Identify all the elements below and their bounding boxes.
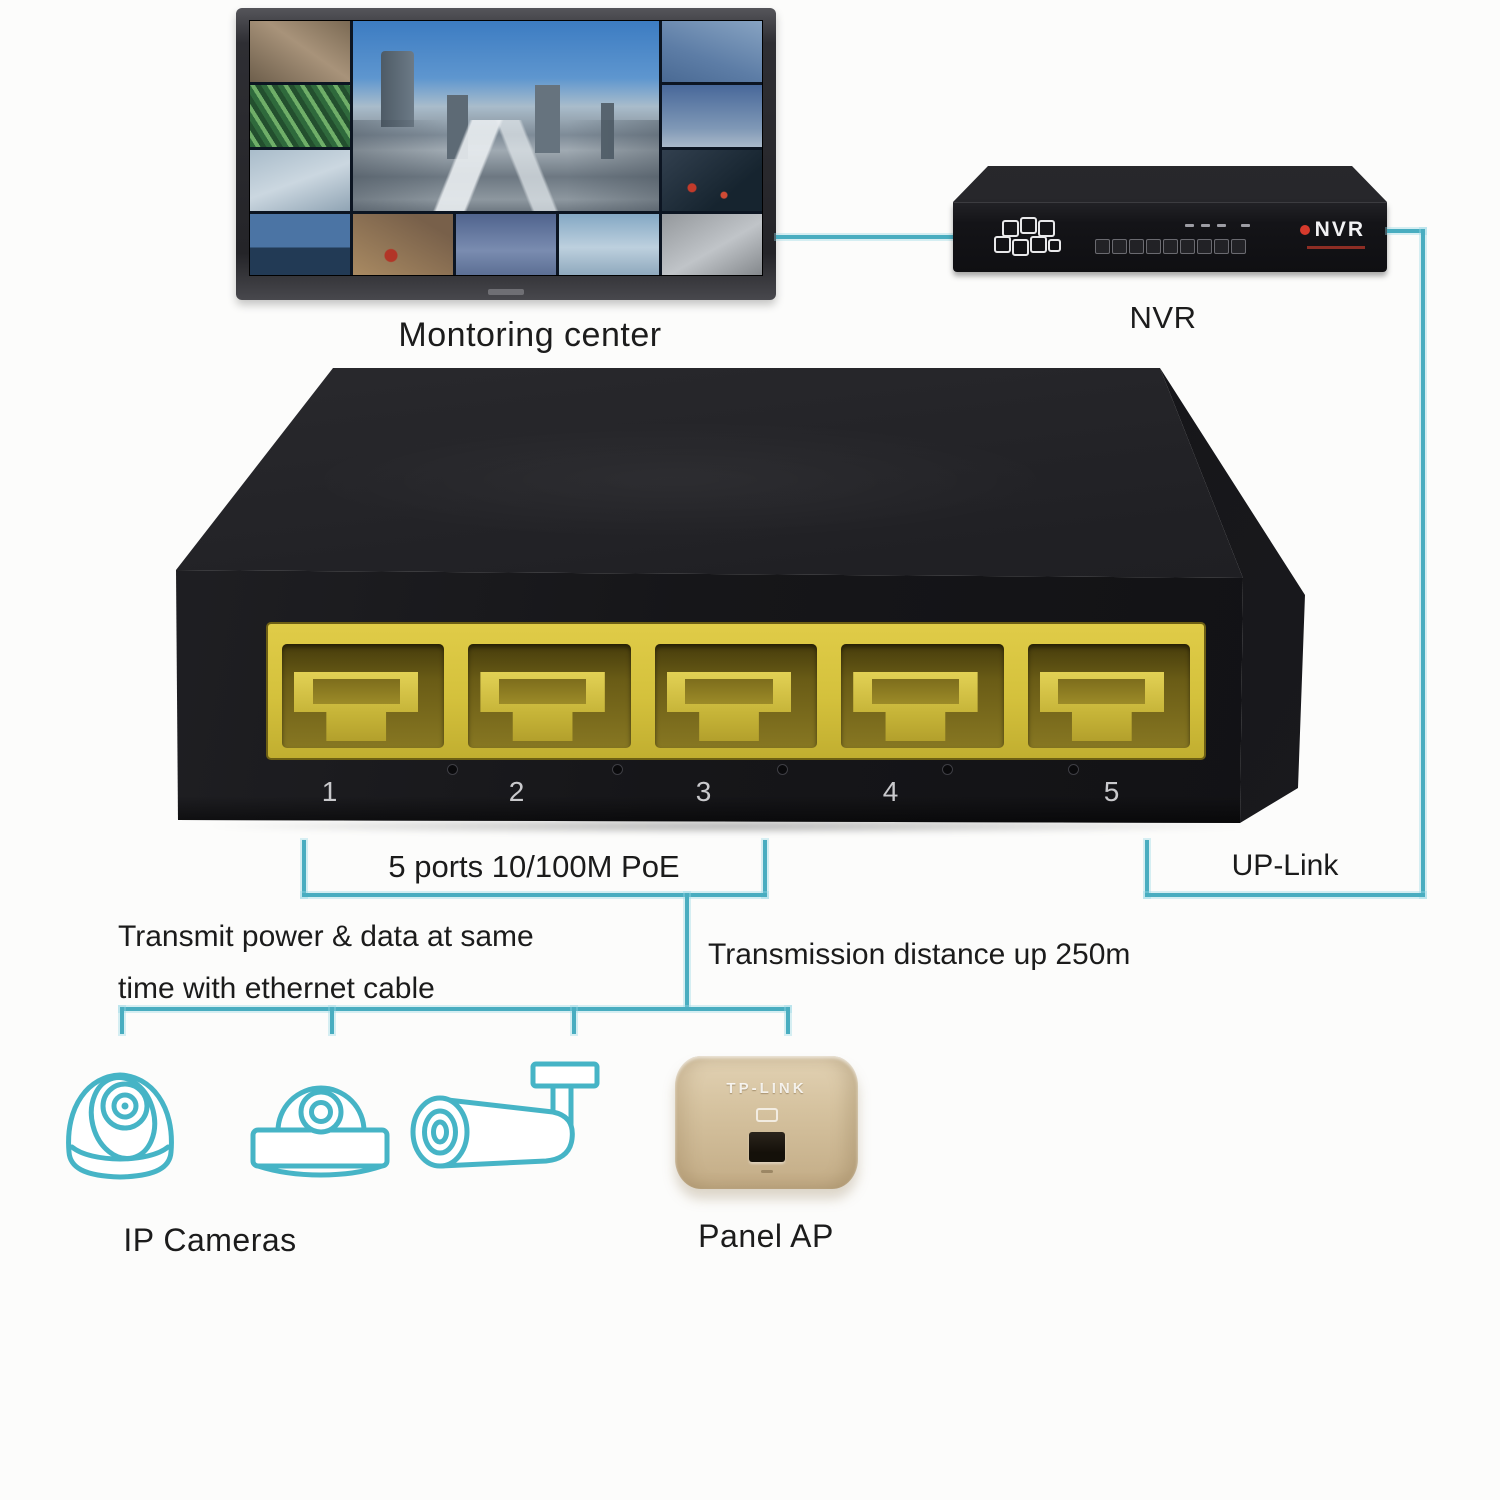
- nvr-logo-icon: [1038, 220, 1055, 237]
- bullet-camera-icon: [410, 1061, 600, 1169]
- monitoring-video-wall: [236, 8, 776, 300]
- panel-ap-device: TP-LINK: [675, 1056, 858, 1189]
- rj45-port-1: [282, 644, 445, 748]
- nvr-button: [1095, 239, 1110, 254]
- transmit-text-line2: time with ethernet cable: [118, 972, 435, 1005]
- video-wall-tile: [250, 149, 350, 211]
- nvr-to-uplink-line: [1421, 229, 1425, 897]
- transmit-text-line1: Transmit power & data at same: [118, 920, 534, 953]
- video-wall-tile: [250, 85, 350, 147]
- port-number-label: 4: [882, 776, 900, 807]
- port-led: [447, 764, 458, 775]
- nvr-power-led: [1299, 225, 1310, 235]
- video-wall-tile: [559, 213, 659, 275]
- monitoring-center-label: Montoring center: [398, 316, 662, 354]
- distance-text: Transmission distance up 250m: [708, 938, 1131, 971]
- nvr-front-panel: NVR: [953, 202, 1387, 272]
- nvr-brand: NVR: [1299, 218, 1365, 242]
- nvr-panel-text: [1241, 224, 1250, 227]
- video-wall-tile: [662, 85, 762, 147]
- rj45-jack: [666, 672, 792, 741]
- nvr-logo-icon: [994, 236, 1011, 253]
- panel-ap-tick: [786, 1007, 790, 1034]
- port-led: [942, 764, 953, 775]
- camera2-tick: [330, 1007, 334, 1034]
- panel-ap-screw: [760, 1170, 773, 1173]
- uplink-label: UP-Link: [1231, 849, 1339, 882]
- port-number-label: 1: [321, 776, 339, 807]
- poe-bracket-right-tick: [763, 840, 767, 897]
- poe-drop-line: [685, 893, 689, 1009]
- port-led: [1068, 764, 1079, 775]
- poe-ports-label: 5 ports 10/100M PoE: [388, 849, 680, 884]
- nvr-panel-text: [1185, 224, 1194, 227]
- video-wall-tile: [662, 21, 762, 83]
- nvr-logo-icon: [1002, 220, 1019, 237]
- nvr-logo-icon: [1020, 217, 1037, 234]
- nvr-logo-icon: [1048, 239, 1061, 252]
- rj45-port-2: [468, 644, 631, 748]
- port-number-label: 5: [1103, 776, 1121, 807]
- nvr-button: [1214, 239, 1229, 254]
- nvr-button: [1146, 239, 1161, 254]
- nvr-button: [1112, 239, 1127, 254]
- poe-bracket-left-tick: [302, 840, 306, 897]
- port-led: [777, 764, 788, 775]
- nvr-button: [1163, 239, 1178, 254]
- port-number-label: 2: [508, 776, 526, 807]
- rj45-jack: [294, 672, 419, 741]
- rj45-jack: [480, 672, 605, 741]
- video-wall-grid: [249, 20, 763, 276]
- rj45-port-5: [1027, 644, 1191, 748]
- rj45-port-3: [654, 644, 818, 748]
- panel-ap-ethernet-jack: [748, 1132, 785, 1162]
- rj45-jack: [853, 672, 978, 741]
- rj45-port-4: [841, 644, 1004, 748]
- nvr-stub-line: [1387, 229, 1425, 233]
- panel-ap-indicator: [755, 1108, 778, 1122]
- poe-bracket-line: [302, 893, 767, 897]
- rj45-jack: [1039, 672, 1165, 741]
- panel-ap-label: Panel AP: [698, 1218, 834, 1254]
- nvr-panel-text: [1217, 224, 1226, 227]
- video-wall-tile: [250, 213, 350, 275]
- nvr-button: [1197, 239, 1212, 254]
- nvr-panel-text: [1201, 224, 1210, 227]
- uplink-bracket-line: [1145, 893, 1425, 897]
- wall-to-nvr-line: [776, 235, 953, 239]
- nvr-label: NVR: [1129, 300, 1197, 335]
- ip-cameras-label: IP Cameras: [123, 1222, 297, 1258]
- port-number-label: 3: [695, 776, 713, 807]
- nvr-logo-icon: [1012, 239, 1029, 256]
- monitor-brand-mark: [488, 289, 524, 295]
- nvr-button: [1129, 239, 1144, 254]
- video-wall-tile: [662, 213, 762, 275]
- nvr-model-text: [1307, 246, 1365, 249]
- video-wall-tile: [662, 149, 762, 211]
- panel-ap-brand-text: TP-LINK: [726, 1080, 807, 1097]
- video-wall-tile: [353, 213, 453, 275]
- video-wall-tile: [456, 213, 556, 275]
- port-led: [612, 764, 623, 775]
- dome-camera-icon: [250, 1085, 390, 1178]
- video-wall-main-tile: [353, 21, 659, 211]
- nvr-logo-icon: [1030, 236, 1047, 253]
- nvr-button: [1180, 239, 1195, 254]
- camera1-tick: [120, 1007, 124, 1034]
- turret-camera-icon: [66, 1072, 174, 1180]
- video-wall-tile: [250, 21, 350, 83]
- camera3-tick: [572, 1007, 576, 1034]
- rj45-port-strip: [266, 622, 1206, 760]
- uplink-bracket-tick: [1145, 840, 1149, 897]
- nvr-brand-text: NVR: [1314, 218, 1365, 241]
- devices-bracket-line: [120, 1007, 790, 1011]
- nvr-button: [1231, 239, 1246, 254]
